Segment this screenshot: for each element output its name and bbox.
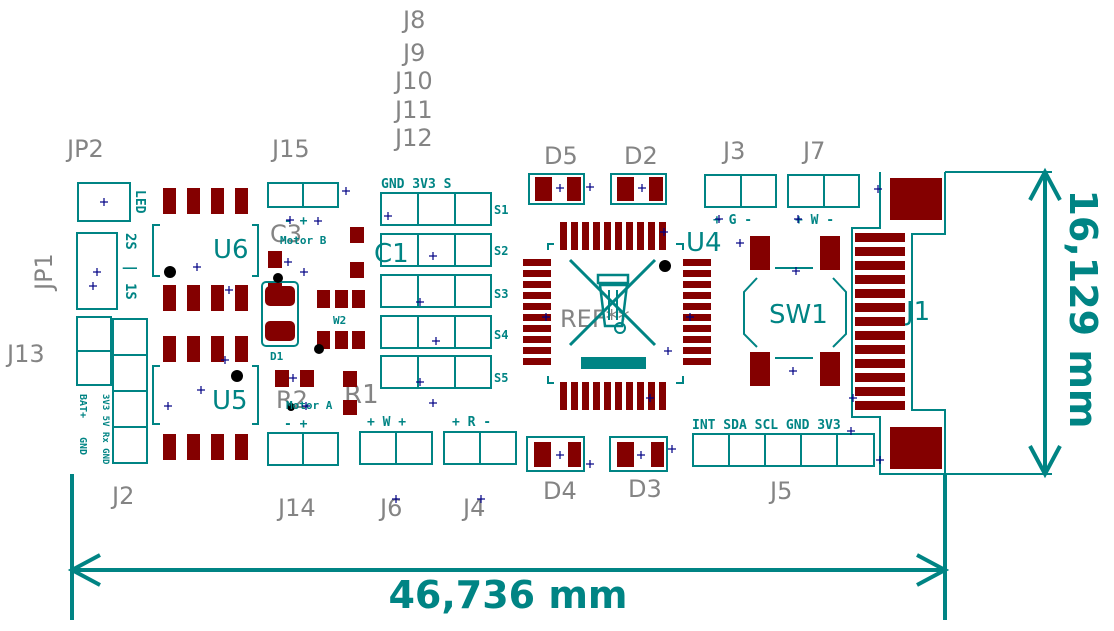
- j14-connector: - +: [267, 417, 339, 466]
- dimension-height-label: 16,129 mm: [1061, 189, 1105, 428]
- servo-headers: GND 3V3 S S1 S2 S3 S4 S5: [380, 177, 508, 389]
- one-s-label: 1S: [122, 283, 138, 300]
- ref-j3: J3: [721, 137, 745, 165]
- ref-j11: J11: [393, 96, 433, 124]
- i2c-header-label: INT SDA SCL GND 3V3: [692, 418, 841, 433]
- ref-j7: J7: [801, 137, 825, 165]
- s2-label: S2: [494, 244, 508, 258]
- led-d2: [610, 173, 667, 205]
- led-d5: [528, 173, 585, 205]
- j5-connector: INT SDA SCL GND 3V3: [692, 418, 875, 467]
- j7-connector: + W -: [787, 174, 860, 228]
- ref-jp1: JP1: [30, 253, 58, 292]
- u6-chip: [152, 188, 259, 311]
- bat-plus-label: BAT+: [77, 394, 88, 418]
- anchor-crosses: [89, 183, 884, 503]
- reference-designators: J8 J9 J10 J11 J12 JP2 J15 D5 D2 J3 J7 JP…: [5, 6, 825, 522]
- ref-sw1: SW1: [769, 300, 828, 330]
- two-s-label: 2S: [122, 233, 138, 250]
- ref-c1: C1: [374, 239, 409, 269]
- ref-j2: J2: [110, 482, 134, 510]
- ref-j1: J1: [904, 297, 930, 327]
- led-label: LED: [132, 190, 147, 214]
- ref-u6: U6: [213, 235, 249, 265]
- s5-label: S5: [494, 371, 508, 385]
- ref-d3: D3: [628, 475, 662, 503]
- j2-header: 3V3 5V Rx GND: [100, 318, 148, 465]
- j1-usb-connector: [851, 171, 1052, 475]
- gnd-label: GND: [77, 437, 88, 455]
- j4-connector: + R -: [443, 415, 517, 465]
- ref-u5: U5: [212, 386, 248, 416]
- s1-label: S1: [494, 203, 508, 217]
- motor-b-label: Motor B: [280, 234, 327, 247]
- j6-pin-label: + W +: [367, 415, 406, 430]
- ref-d2: D2: [624, 142, 658, 170]
- ref-j10: J10: [393, 67, 433, 95]
- dimension-height: 16,129 mm: [1028, 167, 1105, 479]
- j14-pin-label: - +: [284, 417, 308, 432]
- led-d3: [609, 436, 668, 472]
- weee-symbol: [568, 258, 657, 369]
- d1-label: D1: [270, 350, 284, 363]
- j3-pin-label: + G -: [713, 213, 752, 228]
- s3-label: S3: [494, 287, 508, 301]
- ref-j6: J6: [378, 494, 402, 522]
- j7-pin-label: + W -: [795, 213, 834, 228]
- servo-header-label: GND 3V3 S: [381, 177, 452, 192]
- j2-pins-label: 3V3 5V Rx GND: [100, 394, 110, 465]
- ref-j15: J15: [270, 135, 310, 163]
- ref-c3: C3: [270, 220, 302, 248]
- sw1-switch: [743, 236, 847, 386]
- ref-d4: D4: [543, 477, 577, 505]
- j3-connector: + G -: [704, 174, 777, 228]
- u4-mcu: [523, 222, 711, 410]
- led-d4: [526, 436, 585, 472]
- j15-pin-label: - +: [284, 214, 308, 229]
- jp2-jumper: LED: [77, 182, 147, 222]
- s4-label: S4: [494, 328, 508, 342]
- u5-chip: [152, 336, 259, 460]
- j13-header: BAT+ GND: [76, 316, 112, 455]
- ref-j5: J5: [768, 477, 792, 505]
- ref-j12: J12: [393, 124, 433, 152]
- w2-label: W2: [333, 314, 346, 327]
- ref-u4: U4: [686, 228, 722, 258]
- ref-j4: J4: [461, 494, 485, 522]
- ref-d5: D5: [544, 142, 578, 170]
- ref-jp2: JP2: [65, 135, 104, 163]
- ref-j8: J8: [401, 6, 425, 34]
- j6-connector: + W +: [359, 415, 433, 465]
- ref-j14: J14: [276, 494, 316, 522]
- ref-j9: J9: [401, 39, 425, 67]
- passives: D1 W2 Motor A: [261, 227, 365, 415]
- bar-label: |: [122, 264, 138, 272]
- j4-pin-label: + R -: [452, 415, 491, 430]
- jp1-jumper: 2S | 1S: [76, 232, 138, 310]
- ref-j13: J13: [5, 340, 45, 368]
- dimension-width: 46,736 mm: [67, 474, 950, 620]
- dimension-width-label: 46,736 mm: [388, 573, 627, 617]
